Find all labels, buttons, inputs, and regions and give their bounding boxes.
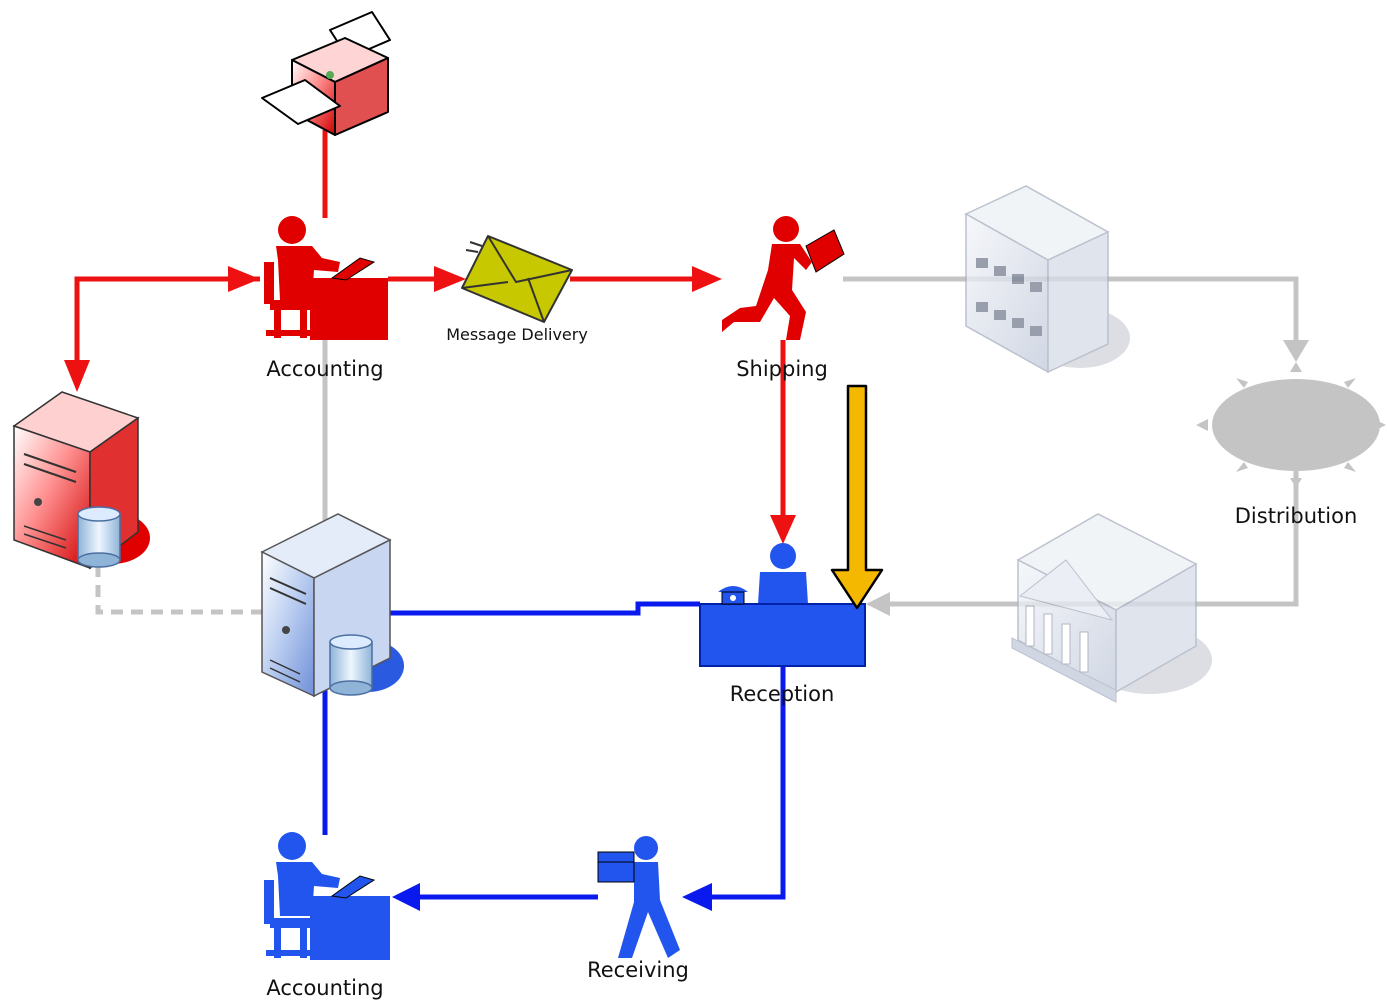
arrowhead-to-shipping: [692, 266, 722, 292]
dashed-connector-red-server: [95, 565, 275, 615]
label-reception: Reception: [729, 682, 835, 706]
walking-person-with-box-icon: [597, 836, 680, 958]
printer-icon: [261, 11, 391, 136]
hub-icon: [1196, 362, 1386, 488]
bank-building-icon: [1011, 513, 1212, 703]
server-with-database-icon-blue: [260, 513, 404, 698]
label-distribution: Distribution: [1234, 504, 1358, 528]
running-person-with-box-icon: [722, 216, 845, 340]
person-at-desk-icon-top: [264, 216, 388, 340]
arrowhead-to-distribution: [1283, 340, 1309, 362]
arrowhead-to-receiving: [682, 883, 712, 911]
office-building-icon: [964, 185, 1130, 374]
label-accounting-bottom: Accounting: [266, 976, 384, 1000]
arrowhead-to-accounting-bottom: [392, 883, 420, 911]
server-with-database-icon-red: [12, 391, 150, 570]
arrowhead-to-red-server: [64, 360, 90, 392]
connector-reception-to-receiving: [712, 666, 786, 900]
connector-accounting-to-red-server: [74, 276, 228, 365]
label-shipping: Shipping: [736, 357, 828, 381]
arrowhead-to-reception-grey: [866, 592, 890, 616]
reception-desk-icon: [699, 543, 866, 667]
highlight-arrow: [830, 384, 884, 610]
red-connectors: [74, 130, 786, 520]
label-receiving: Receiving: [587, 958, 689, 982]
label-message-delivery: Message Delivery: [446, 325, 588, 344]
arrowhead-to-message: [434, 266, 466, 292]
person-at-desk-icon-bottom: [264, 832, 390, 960]
label-accounting-top: Accounting: [266, 357, 384, 381]
connector-reception-to-server: [370, 601, 700, 616]
arrowhead-to-reception-red: [770, 515, 796, 544]
envelope-icon: [461, 235, 573, 323]
arrowhead-to-accounting: [228, 266, 260, 292]
